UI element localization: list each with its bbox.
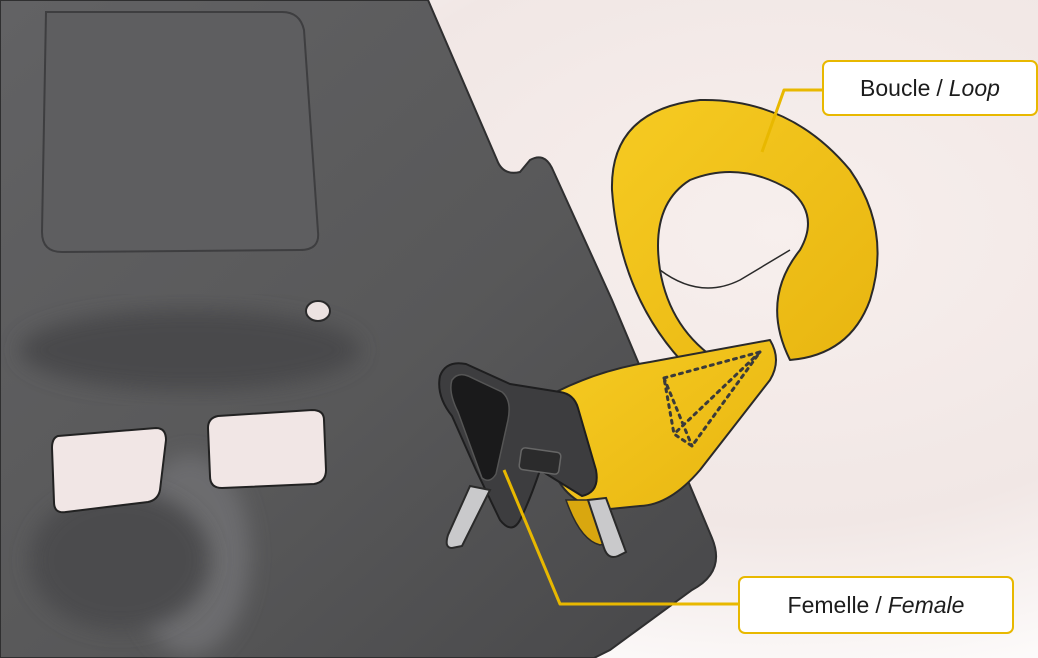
callout-female-fr: Femelle	[788, 592, 870, 619]
callout-loop-en: Loop	[949, 75, 1000, 102]
callout-loop: Boucle / Loop	[822, 60, 1038, 116]
callout-female-en: Female	[888, 592, 965, 619]
callout-loop-fr: Boucle	[860, 75, 930, 102]
connector-release-tab	[519, 447, 562, 474]
seat-recess-panel	[42, 12, 318, 252]
callout-female-separator: /	[875, 592, 881, 619]
belt-slot-cutout	[52, 428, 166, 512]
belt-slot-cutout	[208, 410, 326, 488]
seat-contour-shadow	[20, 310, 360, 390]
seat-hole	[306, 301, 330, 321]
callout-loop-separator: /	[936, 75, 942, 102]
callout-female: Femelle / Female	[738, 576, 1014, 634]
